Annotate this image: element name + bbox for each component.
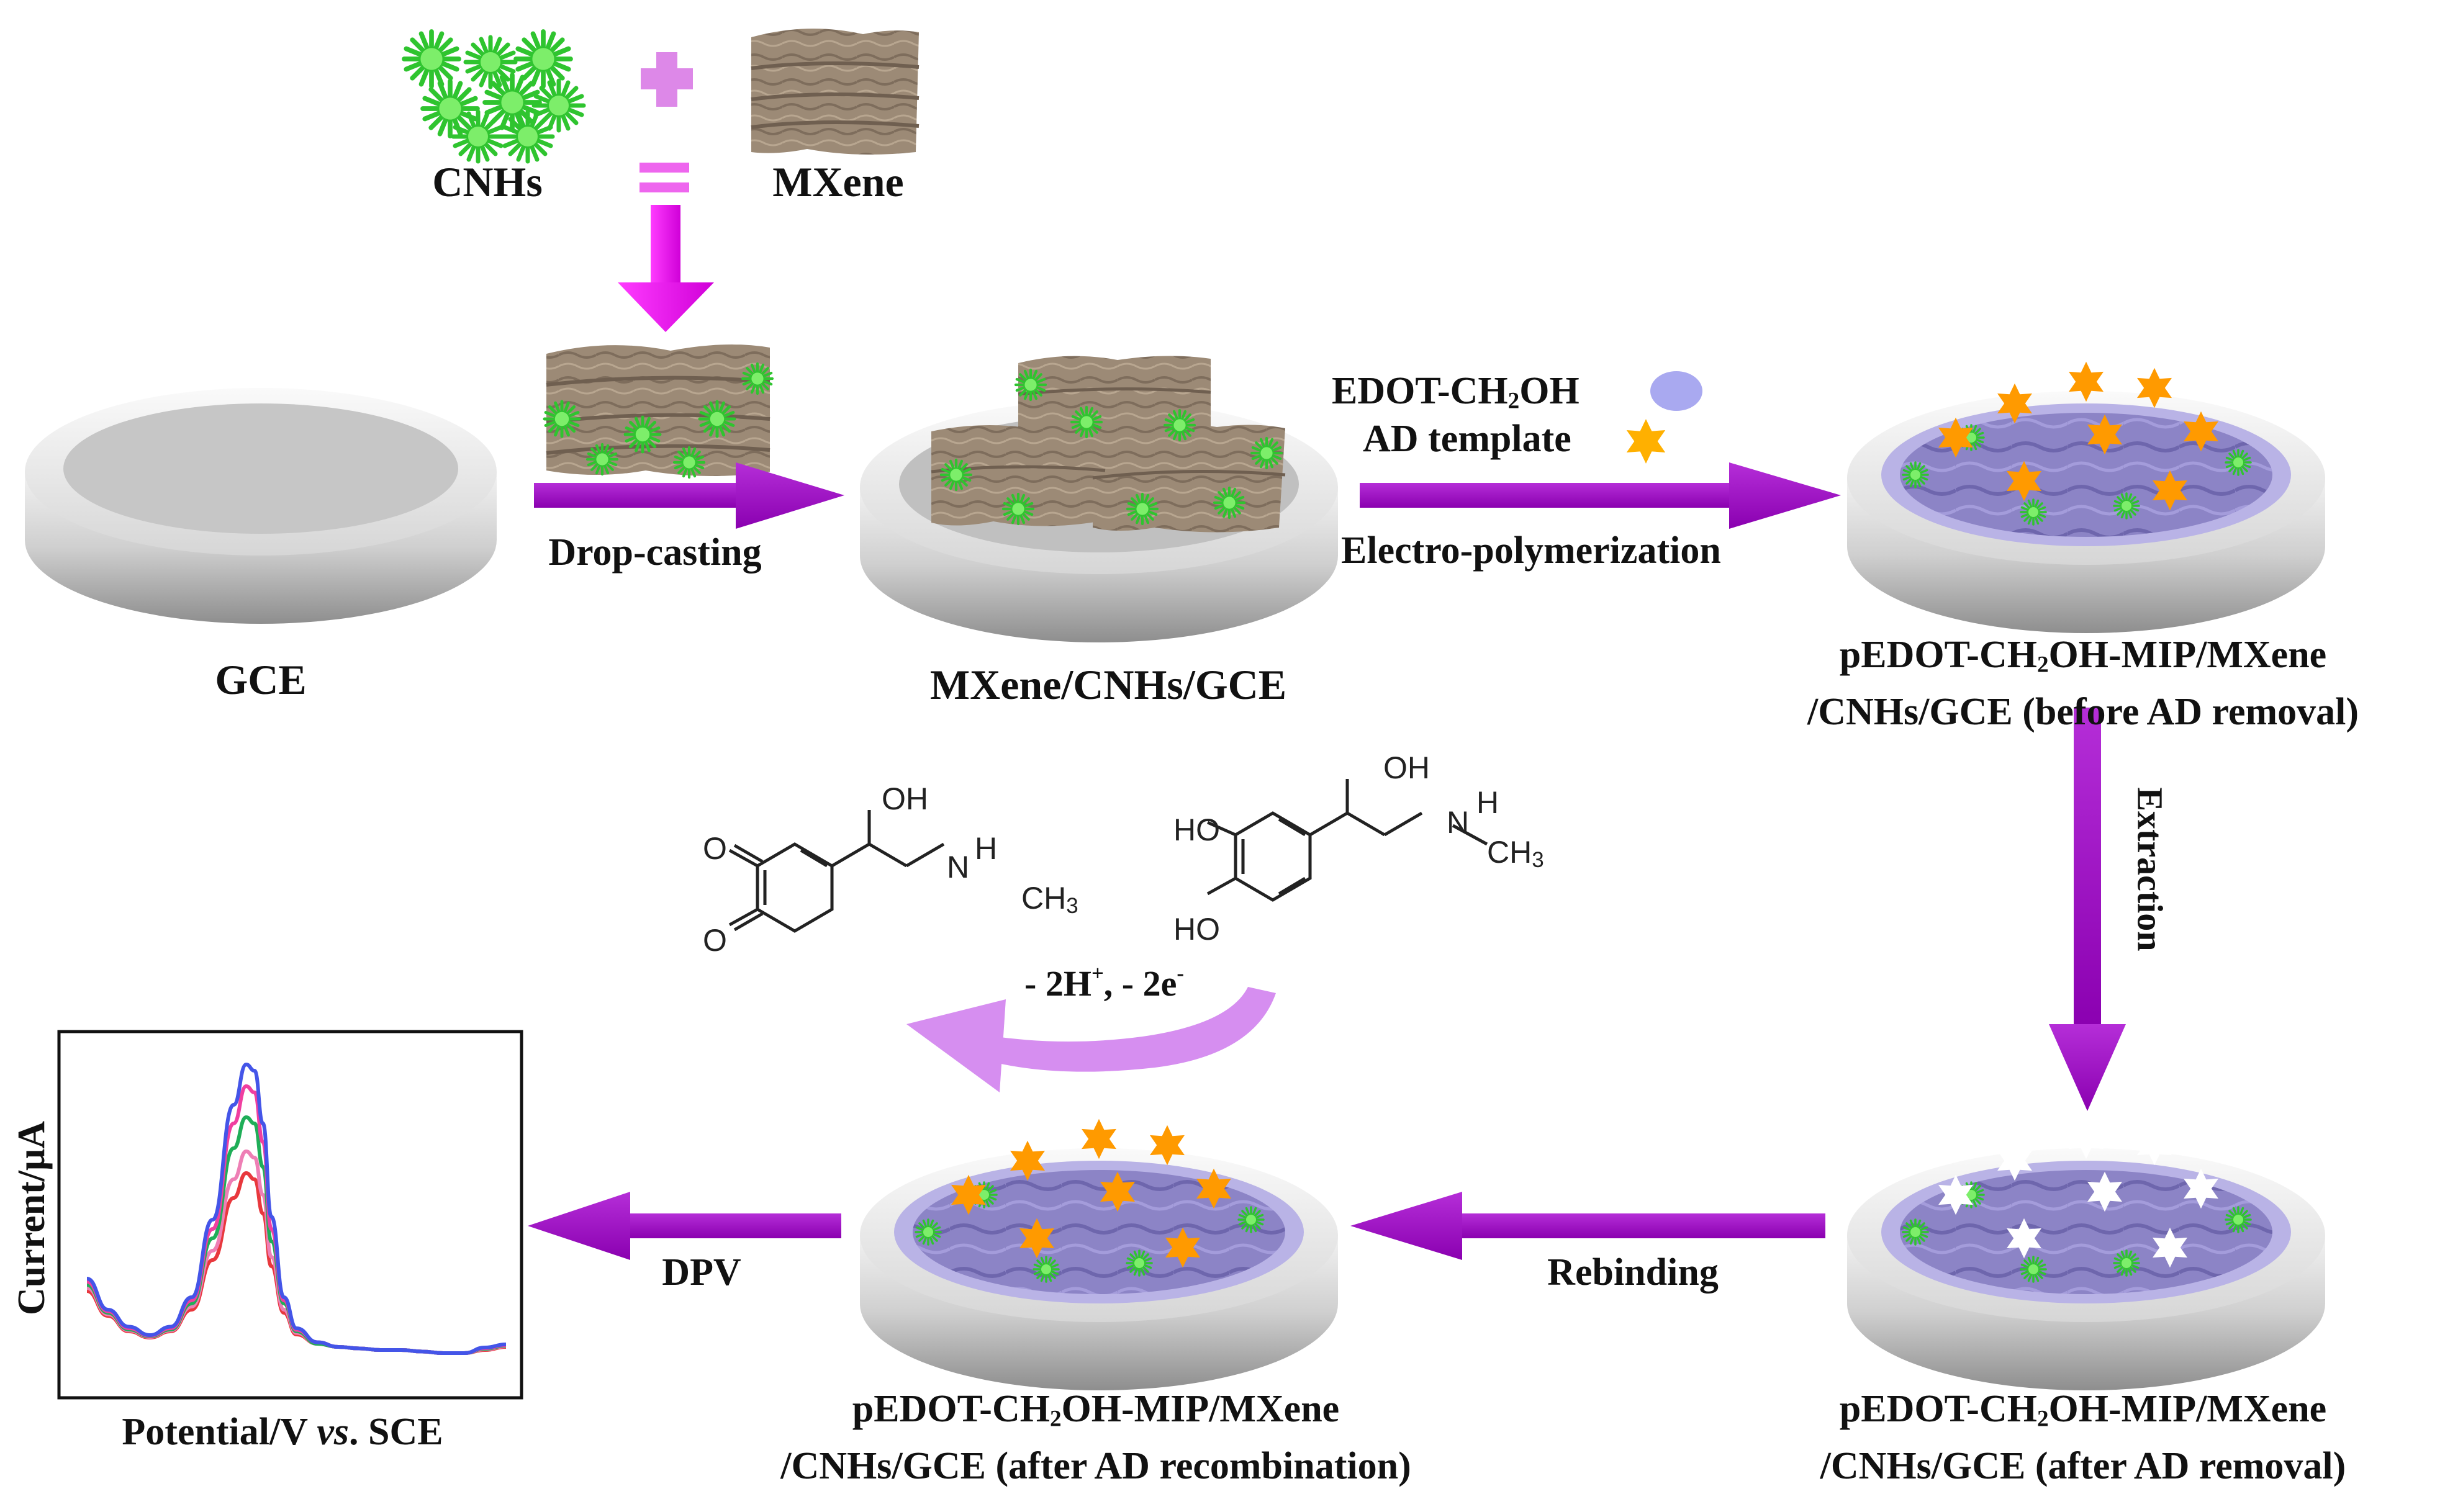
gce-electrode — [25, 388, 497, 624]
reaction-label: - 2H+, - 2e- — [1024, 961, 1184, 1004]
extraction-label: Extraction — [2130, 787, 2171, 952]
adrenochrome-ch3-label: CH3 — [1021, 881, 1078, 918]
dpv-curve-5 — [86, 1062, 507, 1356]
edot-monomer-icon — [1650, 371, 1702, 411]
chart-x-axis-label: Potential/V vs. SCE — [122, 1411, 443, 1453]
cnhs-cluster — [404, 32, 584, 161]
rebinding-arrow — [1350, 1192, 1825, 1260]
dpv-chart — [57, 1030, 523, 1400]
rebinding-label: Rebinding — [1547, 1251, 1719, 1294]
mxene-stack — [751, 29, 920, 155]
electropolymerization-label: Electro-polymerization — [1341, 529, 1721, 572]
gce-label: GCE — [215, 656, 307, 703]
electropolymerization-arrow — [1360, 462, 1841, 529]
oxidation-curved-arrow — [906, 987, 1276, 1092]
after-removal-label-line2: /CNHs/GCE (after AD removal) — [1820, 1445, 2346, 1487]
recombination-label-line1: pEDOT-CH2OH-MIP/MXene — [852, 1388, 1340, 1432]
adrenochrome-structure — [728, 810, 945, 933]
after-removal-label-line1: pEDOT-CH2OH-MIP/MXene — [1839, 1388, 2327, 1432]
mxene-cnhs-gce-electrode — [860, 356, 1338, 642]
mxene-cnhs-gce-label: MXene/CNHs/GCE — [929, 661, 1287, 708]
chart-y-axis-label: Current/μA — [10, 1121, 53, 1316]
chart-series-group — [86, 1062, 507, 1356]
dpv-arrow — [528, 1192, 841, 1260]
adrenaline-structure — [1206, 779, 1488, 902]
adrenaline-oh-label: OH — [1383, 750, 1430, 785]
drop-casting-arrow — [534, 462, 844, 529]
adrenaline-n-label: N — [1447, 805, 1470, 840]
before-removal-label-line2: /CNHs/GCE (before AD removal) — [1807, 691, 2359, 733]
chart-frame — [57, 1030, 523, 1400]
composite-stack — [545, 344, 772, 477]
recombination-label-line2: /CNHs/GCE (after AD recombination) — [780, 1445, 1411, 1487]
dpv-label: DPV — [662, 1251, 741, 1294]
adrenaline-nh-label: H — [1476, 785, 1499, 820]
adrenaline-ho-top-label: HO — [1173, 812, 1220, 847]
extraction-arrow — [2049, 708, 2126, 1111]
adrenochrome-nh-label: H — [975, 831, 998, 866]
adrenaline-ho-bottom-label: HO — [1173, 912, 1220, 947]
plus-icon — [641, 52, 693, 107]
adrenochrome-o-top-label: O — [703, 831, 727, 866]
adrenochrome-n-label: N — [947, 850, 970, 884]
mxene-label: MXene — [772, 158, 904, 205]
ad-template-label: AD template — [1363, 418, 1571, 460]
ad-template-star-icon — [1626, 419, 1666, 464]
equals-icon — [639, 163, 689, 192]
drop-casting-label: Drop-casting — [548, 531, 762, 574]
recombination-electrode — [860, 1118, 1338, 1390]
cnhs-label: CNHs — [432, 158, 543, 205]
down-arrow-icon — [618, 205, 714, 332]
adrenochrome-o-bottom-label: O — [703, 923, 727, 958]
adrenaline-ch3-label: CH3 — [1487, 835, 1544, 872]
adrenochrome-oh-label: OH — [882, 781, 928, 816]
before-removal-electrode — [1847, 361, 2325, 633]
after-removal-electrode — [1847, 1118, 2325, 1390]
before-removal-label-line1: pEDOT-CH2OH-MIP/MXene — [1839, 634, 2327, 678]
edot-monomer-label: EDOT-CH2OH — [1332, 370, 1580, 414]
